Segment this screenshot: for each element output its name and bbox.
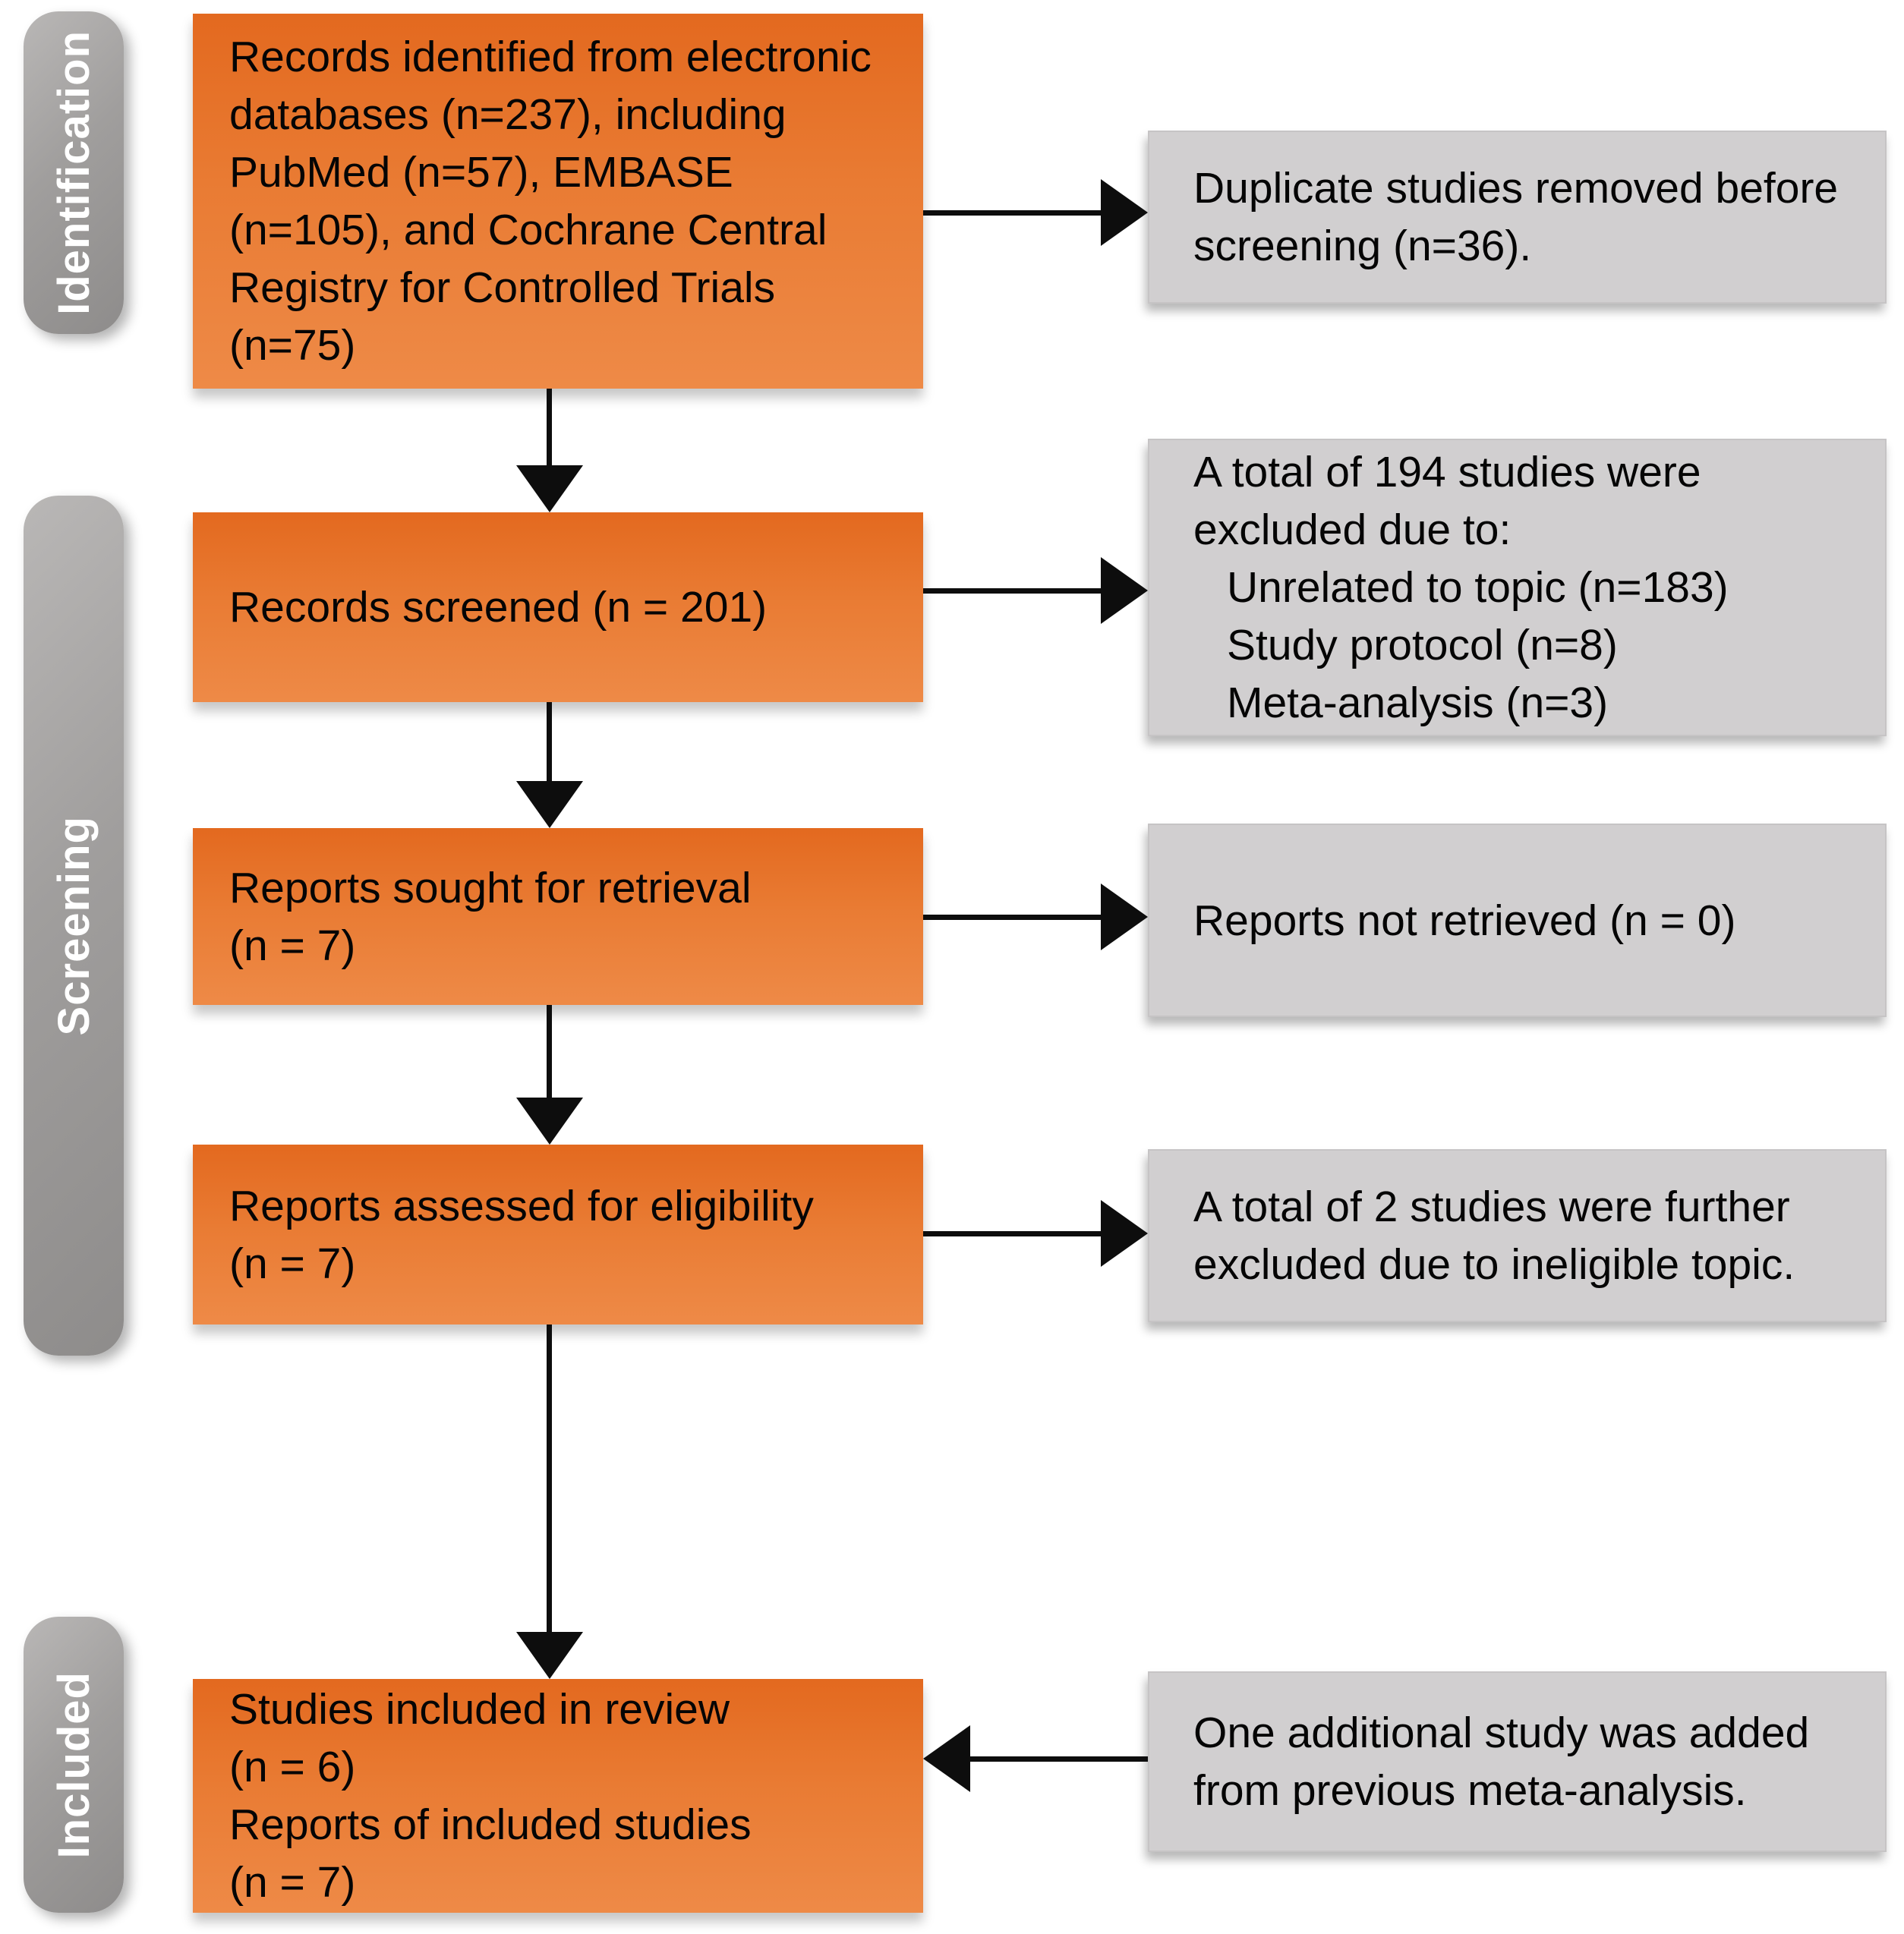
arrow-right-icon <box>1101 884 1148 950</box>
arrow-right-icon <box>1101 1200 1148 1267</box>
stage-label-identification: Identification <box>24 11 124 334</box>
side-box-text-line: Reports not retrieved (n = 0) <box>1193 896 1736 945</box>
side-box-text-line: A total of 194 studies were <box>1193 448 1701 496</box>
arrow-right-icon <box>1101 557 1148 624</box>
arrow-down-icon <box>516 1632 583 1679</box>
flow-box-reports-assessed: Reports assessed for eligibility (n = 7) <box>193 1145 923 1325</box>
arrow-down-icon <box>516 1098 583 1145</box>
flow-box-text-line: Records screened (n = 201) <box>229 583 768 632</box>
flow-box-text-line: Registry for Controlled Trials <box>229 263 776 312</box>
side-box-text-line: screening (n=36). <box>1193 222 1532 270</box>
arrow-shaft <box>547 1005 552 1099</box>
flow-box-text-line: databases (n=237), including <box>229 90 787 139</box>
arrow-down-icon <box>516 781 583 828</box>
arrow-shaft <box>547 1325 552 1633</box>
arrow-shaft <box>969 1756 1148 1762</box>
flow-box-text-line: Reports of included studies <box>229 1800 752 1849</box>
flow-box-text-line: Records identified from electronic <box>229 33 872 81</box>
flow-box-studies-included: Studies included in review (n = 6) Repor… <box>193 1679 923 1913</box>
arrow-right-icon <box>1101 179 1148 246</box>
arrow-shaft <box>547 389 552 466</box>
side-box-excluded-eligibility: A total of 2 studies were further exclud… <box>1148 1149 1887 1322</box>
flow-box-text-line: Studies included in review <box>229 1685 730 1734</box>
arrow-shaft <box>547 702 552 783</box>
stage-label-included-text: Included <box>49 1671 99 1859</box>
side-box-text-line: Duplicate studies removed before <box>1193 164 1839 213</box>
side-box-not-retrieved: Reports not retrieved (n = 0) <box>1148 824 1887 1017</box>
flow-box-text-line: Reports assessed for eligibility <box>229 1181 814 1230</box>
side-box-text-line: Meta-analysis (n=3) <box>1227 679 1609 727</box>
arrow-down-icon <box>516 465 583 512</box>
side-box-duplicates-removed: Duplicate studies removed before screeni… <box>1148 131 1887 304</box>
side-box-excluded-screening: A total of 194 studies were excluded due… <box>1148 439 1887 736</box>
flow-box-text-line: (n = 7) <box>229 921 356 970</box>
flow-box-text-line: Reports sought for retrieval <box>229 863 752 912</box>
side-box-text-line: from previous meta-analysis. <box>1193 1766 1747 1815</box>
arrow-shaft <box>923 210 1102 216</box>
side-box-text-line: A total of 2 studies were further <box>1193 1183 1790 1231</box>
arrow-left-icon <box>923 1725 970 1792</box>
side-box-text-line: excluded due to ineligible topic. <box>1193 1240 1795 1289</box>
stage-label-included: Included <box>24 1617 124 1913</box>
stage-label-screening-text: Screening <box>49 815 99 1036</box>
flow-box-text-line: (n = 7) <box>229 1858 356 1907</box>
arrow-shaft <box>923 1231 1102 1236</box>
flow-box-records-screened: Records screened (n = 201) <box>193 512 923 702</box>
stage-label-screening: Screening <box>24 496 124 1356</box>
flow-box-text-line: (n=105), and Cochrane Central <box>229 206 827 254</box>
flow-box-text-line: (n=75) <box>229 321 356 370</box>
side-box-text-line: Study protocol (n=8) <box>1227 621 1618 669</box>
arrow-shaft <box>923 915 1102 920</box>
flow-box-text-line: PubMed (n=57), EMBASE <box>229 148 733 197</box>
side-box-text-line: excluded due to: <box>1193 506 1512 554</box>
stage-label-identification-text: Identification <box>49 30 99 315</box>
side-box-text-line: Unrelated to topic (n=183) <box>1227 563 1729 612</box>
flow-box-records-identified: Records identified from electronic datab… <box>193 14 923 389</box>
side-box-text-line: One additional study was added <box>1193 1709 1810 1757</box>
flow-box-text-line: (n = 7) <box>229 1239 356 1288</box>
flow-box-text-line: (n = 6) <box>229 1743 356 1791</box>
arrow-shaft <box>923 588 1102 594</box>
side-box-added-study: One additional study was added from prev… <box>1148 1671 1887 1852</box>
flow-box-reports-sought: Reports sought for retrieval (n = 7) <box>193 828 923 1005</box>
